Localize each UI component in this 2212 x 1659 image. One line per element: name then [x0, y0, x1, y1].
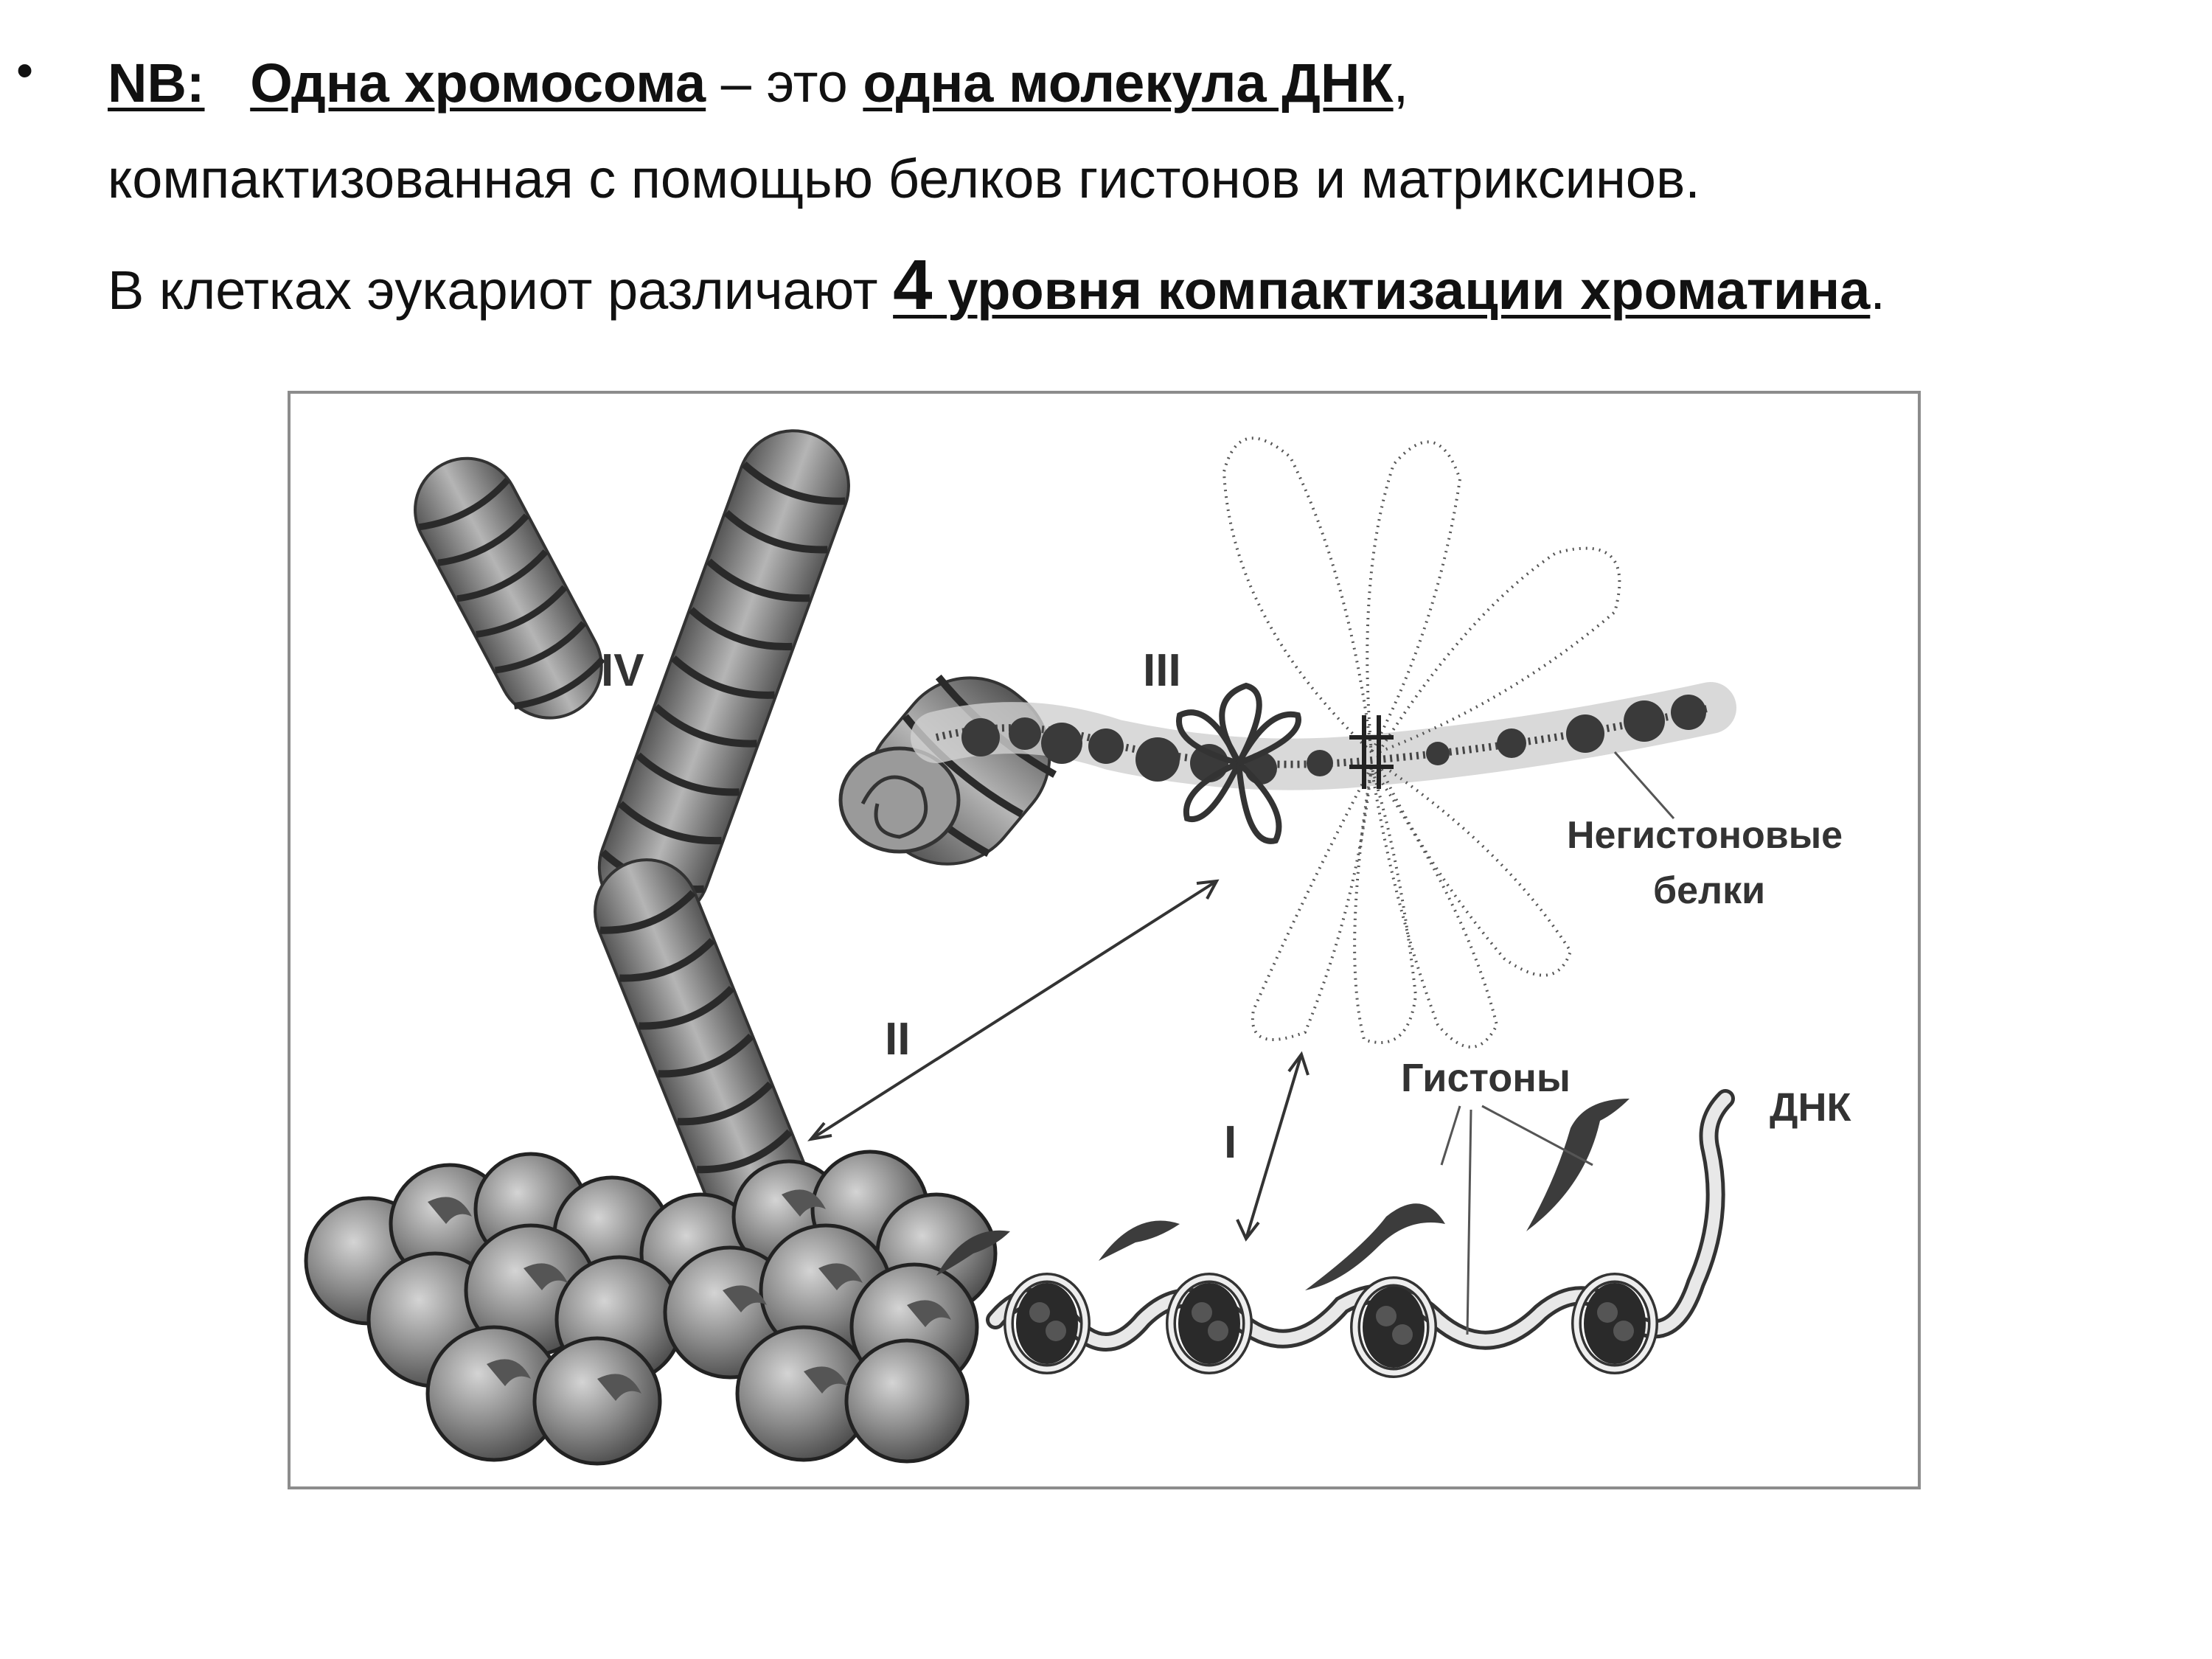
chromatin-fiber [911, 682, 1736, 844]
label-level-iii: III [1143, 645, 1181, 696]
solenoid-30nm [304, 1150, 998, 1466]
line3-period: . [1870, 260, 1885, 321]
nonhistone-scaffold [1349, 715, 1394, 789]
label-level-i: I [1224, 1117, 1237, 1168]
line1-comma: , [1393, 52, 1409, 114]
one-dna-molecule-term: одна молекула ДНК [863, 52, 1394, 114]
one-chromosome-term: Одна хромосома [250, 52, 706, 114]
nb-label: NB: [108, 52, 205, 114]
nonhistone-leader-line [1613, 751, 1675, 819]
dna-strand [986, 1089, 1735, 1352]
label-dna: ДНК [1770, 1085, 1851, 1130]
nucleosomes [1004, 1273, 1658, 1378]
label-level-iv: IV [601, 645, 644, 696]
line3-prefix: В клетках эукариот различают [108, 260, 894, 321]
arrow-i [1236, 1051, 1310, 1242]
solenoid-histone-tails [428, 1189, 951, 1401]
label-histones: Гистоны [1401, 1056, 1571, 1100]
histone-tails [936, 1099, 1630, 1290]
dna-loops [1222, 437, 1621, 1048]
text-line-3: В клетках эукариот различают 4 уровня ко… [108, 245, 1885, 326]
histone-leader-lines [1440, 1105, 1593, 1335]
arrow-ii [807, 879, 1220, 1141]
label-nonhistone-proteins-line2: белки [1653, 869, 1765, 912]
text-line-2: компактизованная с помощью белков гистон… [108, 148, 1700, 209]
dash-this: – это [706, 52, 863, 114]
four-number: 4 [893, 246, 933, 324]
label-level-ii: II [885, 1014, 910, 1065]
bullet-marker: • [16, 43, 34, 97]
text-line-1: NB: Одна хромосома – это одна молекула Д… [108, 52, 1408, 114]
label-nonhistone-proteins-line1: Негистоновые [1567, 814, 1843, 857]
compaction-levels-term: уровня компактизации хроматина [932, 260, 1871, 321]
chromatin-compaction-diagram: IV III II I Негистоновые белки Гистоны Д… [288, 391, 1921, 1489]
nb-gap [205, 52, 251, 114]
